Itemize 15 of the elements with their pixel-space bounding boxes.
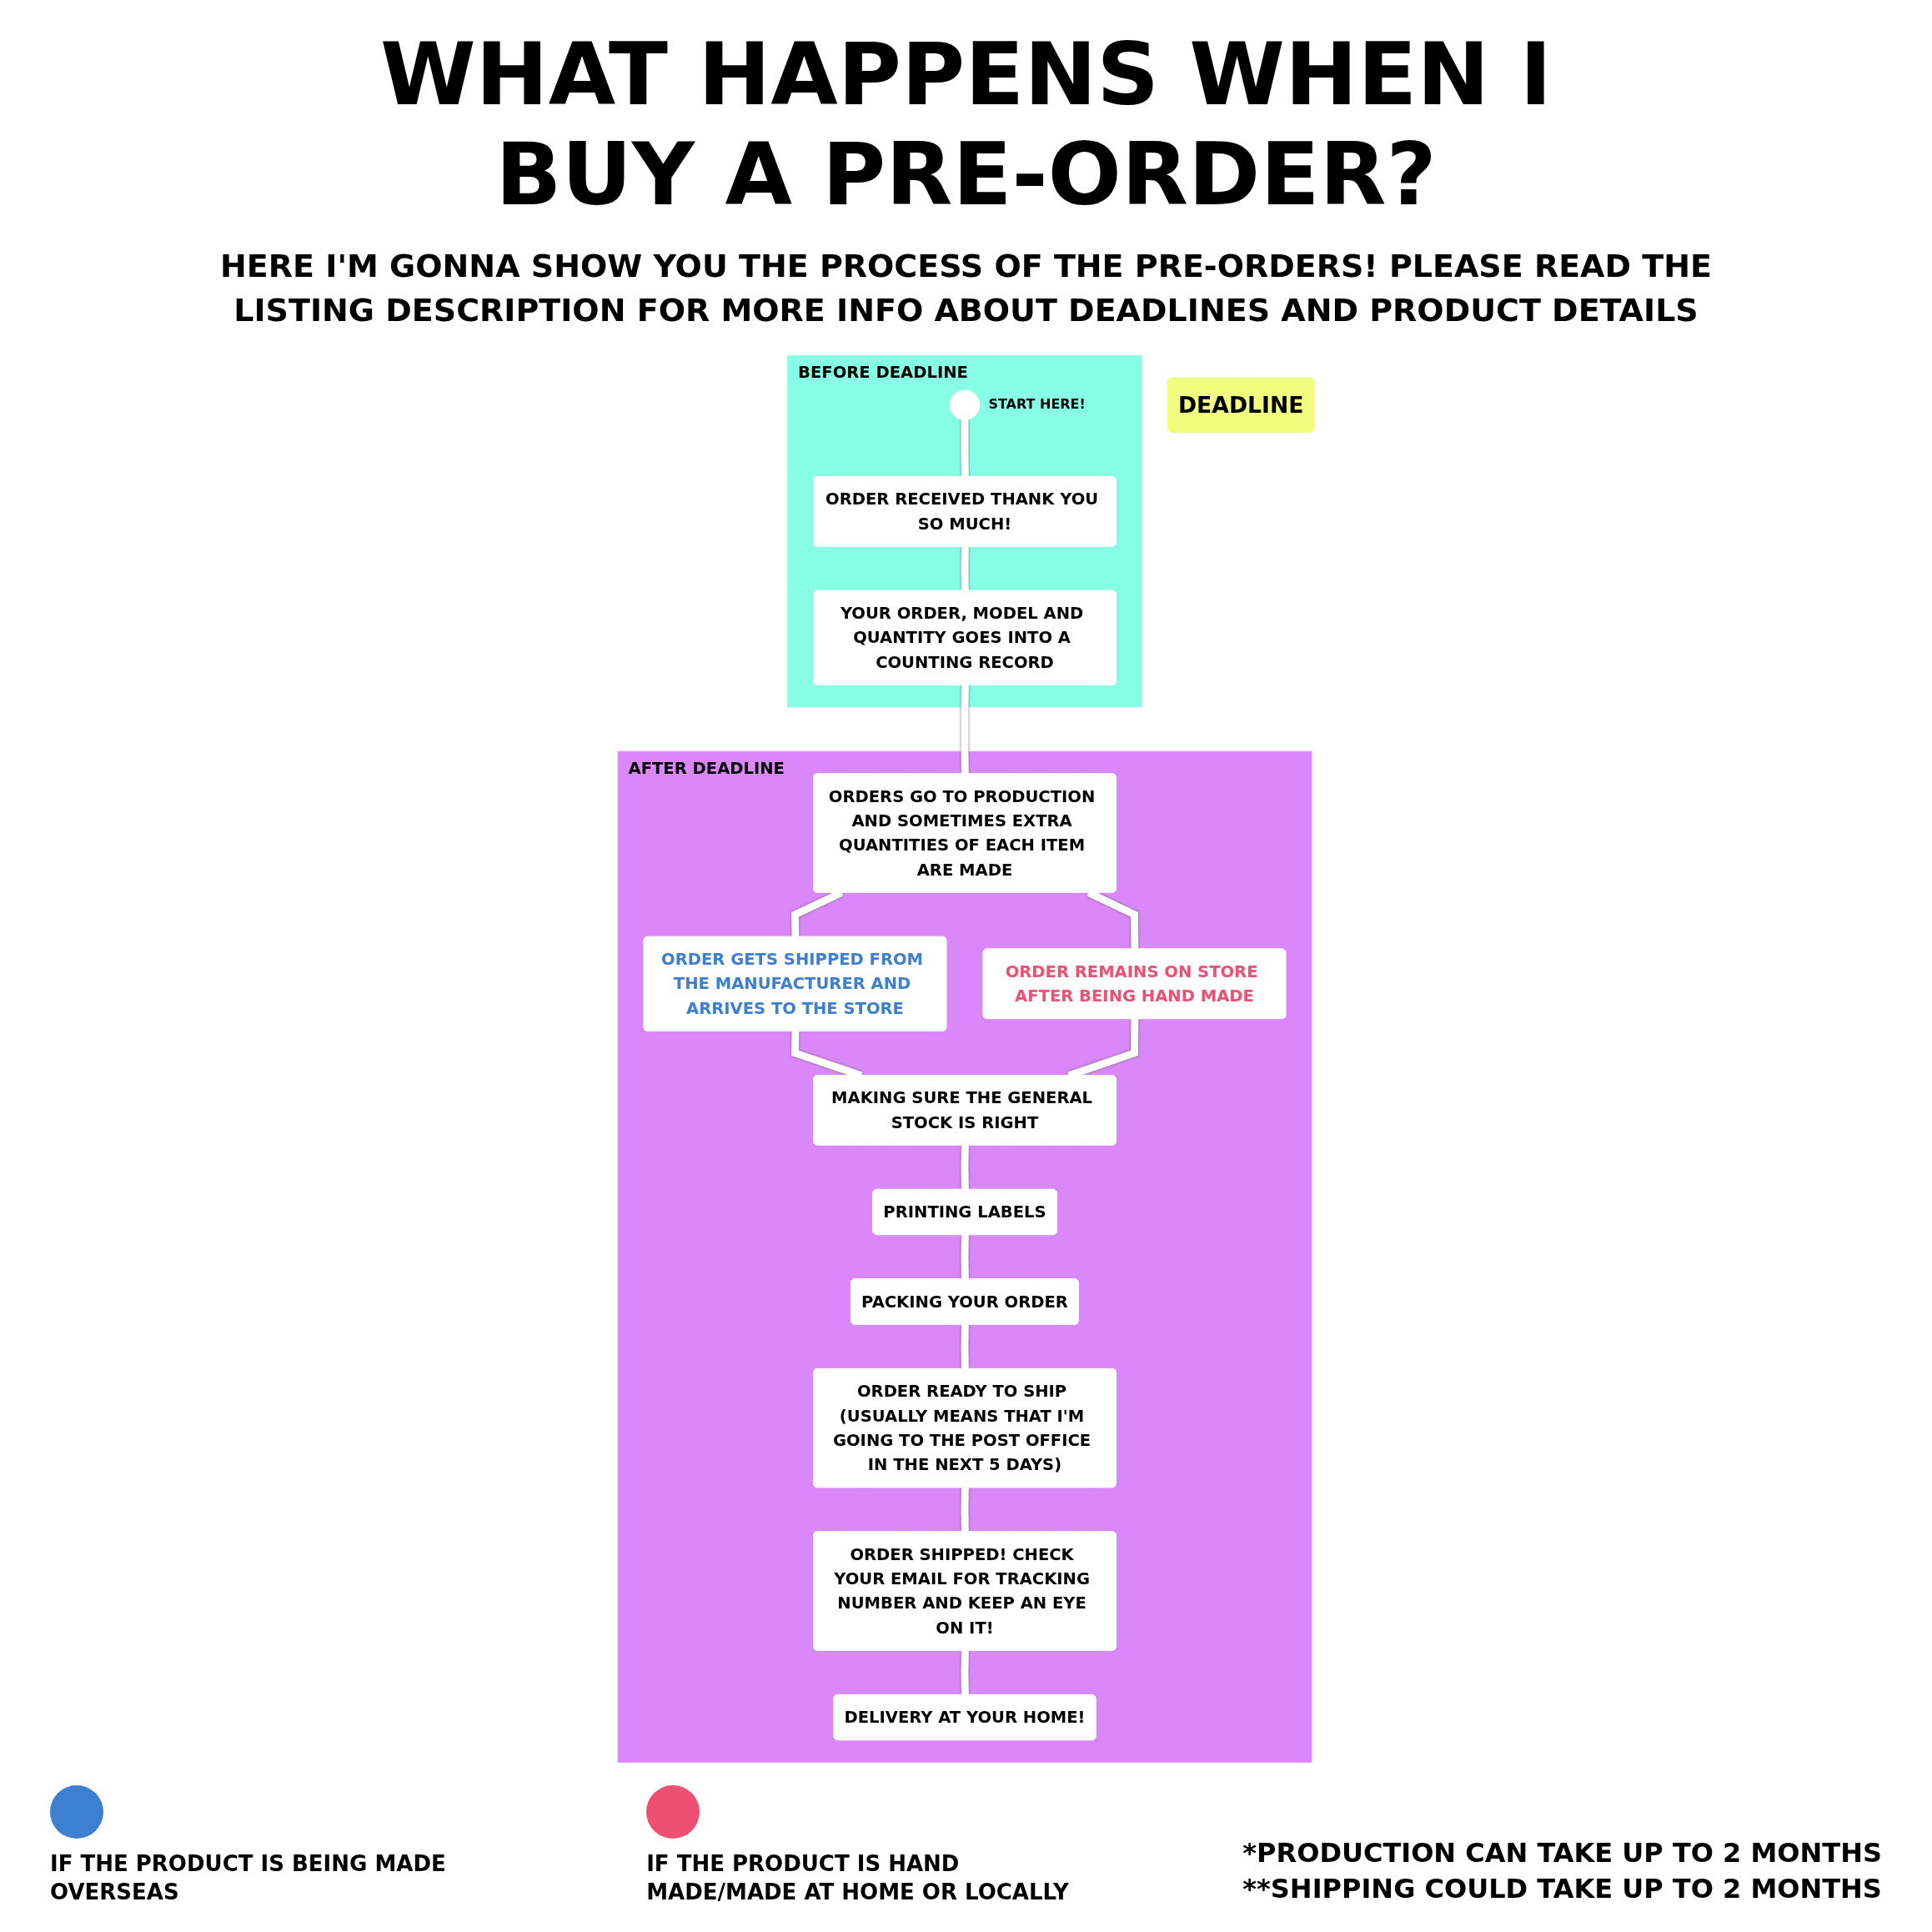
title: WHAT HAPPENS WHEN I BUY A PRE-ORDER? bbox=[379, 25, 1553, 225]
connector bbox=[961, 546, 969, 592]
connector bbox=[961, 1325, 969, 1370]
connector bbox=[961, 1488, 969, 1533]
node-circle bbox=[949, 390, 981, 421]
connector bbox=[961, 1235, 969, 1280]
subtitle: HERE I'M GONNA SHOW YOU THE PROCESS OF THE PRE-ORDERS! PLEASE READ THE LISTING DESCRIPTION FOR MORE INFO ABOUT DEADLINES AND PRODUCT DETAILS bbox=[219, 247, 1713, 331]
node-note: START HERE! bbox=[988, 396, 1086, 413]
footnote: *PRODUCTION CAN TAKE UP TO 2 MONTHS bbox=[1242, 1835, 1882, 1870]
connector bbox=[961, 1145, 969, 1191]
footnote: **SHIPPING COULD TAKE UP TO 2 MONTHS bbox=[1242, 1871, 1882, 1906]
connector bbox=[961, 1650, 969, 1696]
legend-text: IF THE PRODUCT IS HAND MADE/MADE AT HOME OR LOCALLY bbox=[646, 1850, 1070, 1907]
legend-text: IF THE PRODUCT IS BEING MADE OVERSEAS bbox=[50, 1850, 447, 1907]
connector bbox=[961, 685, 969, 775]
